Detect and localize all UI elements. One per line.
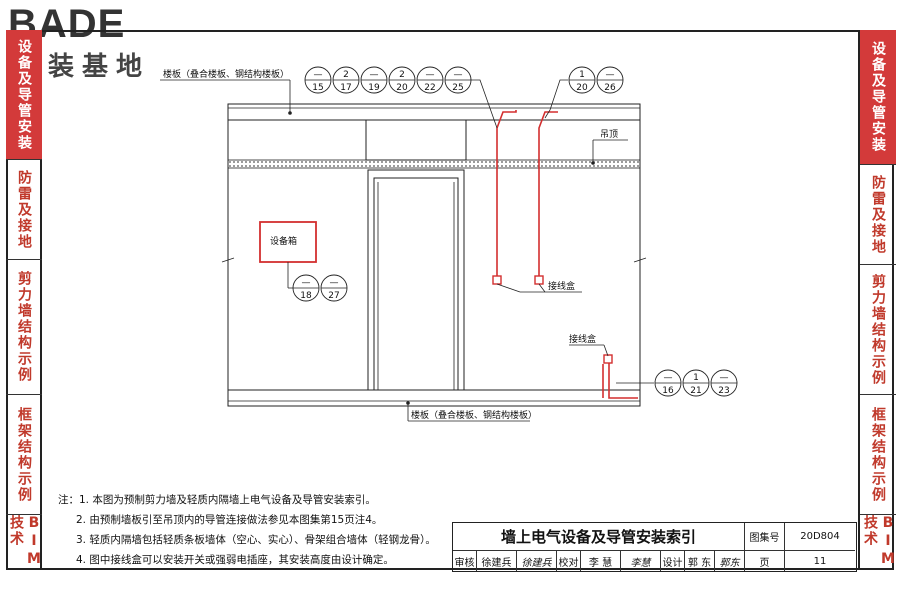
bottom-floor-label: 楼板（叠合楼板、钢结构楼板） [411,409,537,421]
title-block: 墙上电气设备及导管安装索引 图集号 20D804 审核 徐建兵 徐建兵 校对 李… [452,522,857,572]
note-3: 3. 轻质内隔墙包括轻质条板墙体（空心、实心）、骨架组合墙体（轻钢龙骨）。 [76,534,436,546]
left-tab-frame[interactable]: 框架结构示例 [6,395,42,515]
index-top-text: — [454,70,463,80]
index-top-text: — [606,70,615,80]
index-top-text: 2 [343,70,349,80]
junction-box-1 [492,275,502,285]
left-tab-lightning-label: 防雷及接地 [16,169,32,250]
left-tab-bim[interactable]: BIM技术 [6,515,42,570]
right-tab-frame[interactable]: 框架结构示例 [860,395,896,515]
index-group-equipment: — 18 — 27 [292,274,348,302]
reviewer-name: 徐建兵 [477,551,517,571]
index-top-text: — [426,70,435,80]
index-bottom-text: 15 [312,83,323,93]
left-tab-shearwall[interactable]: 剪力墙结构示例 [6,260,42,395]
design-label: 设计 [661,551,685,571]
page-number: 11 [813,555,827,567]
checker-name: 李 慧 [581,551,621,571]
top-floor-label: 楼板（叠合楼板、钢结构楼板） [163,68,289,80]
right-tab-lightning[interactable]: 防雷及接地 [860,165,896,265]
index-bottom-text: 22 [424,83,435,93]
junction-box-2 [534,275,544,285]
checker-signature: 李慧 [621,551,661,571]
index-bottom-text: 20 [396,83,408,93]
index-bottom-text: 25 [452,83,463,93]
designer-signature: 郭东 [715,551,745,571]
designer-name: 郭 东 [685,551,715,571]
left-tab-bim-label: BIM技术 [8,515,42,569]
right-tab-shearwall[interactable]: 剪力墙结构示例 [860,265,896,395]
reviewer-signature: 徐建兵 [517,551,557,571]
conduit-lines [496,110,638,399]
equipment-box-label: 设备箱 [270,235,297,247]
index-group-top-right: 1 20 — 26 [568,66,624,94]
left-tab-frame-label: 框架结构示例 [16,406,32,503]
index-top-text: 1 [579,70,585,80]
atlas-no: 20D804 [785,523,855,551]
right-tab-lightning-label: 防雷及接地 [870,174,886,255]
index-top-text: — [314,70,323,80]
atlas-no-label: 图集号 [745,523,785,551]
door-beam [365,119,467,161]
bottom-floor-slab [227,389,641,407]
note-2: 2. 由预制墙板引至吊顶内的导管连接做法参见本图集第15页注4。 [76,514,383,526]
ceiling-panel [227,159,641,169]
right-tab-equipment[interactable]: 设备及导管安装 [860,30,896,165]
index-top-text: — [664,373,673,383]
index-top-text: 1 [693,373,699,383]
right-tab-equipment-label: 设备及导管安装 [870,41,886,153]
index-bottom-text: 18 [300,291,312,301]
right-tab-frame-label: 框架结构示例 [870,406,886,503]
index-top-text: 2 [399,70,405,80]
index-bottom-text: 17 [340,83,351,93]
index-top-text: — [370,70,379,80]
drawing-frame [6,30,894,570]
index-group-top-left: — 15 2 17 — 19 2 20 — 22 — 25 [304,66,472,94]
review-label: 审核 [453,551,477,571]
right-tab-bim[interactable]: BIM技术 [860,515,896,570]
index-bottom-text: 26 [604,83,616,93]
index-top-text: — [302,278,311,288]
index-bottom-text: 16 [662,386,674,396]
left-tab-equipment[interactable]: 设备及导管安装 [6,30,42,160]
check-label: 校对 [557,551,581,571]
index-group-bottom-right: — 16 1 21 — 23 [654,369,738,397]
index-bottom-text: 27 [328,291,339,301]
right-tab-shearwall-label: 剪力墙结构示例 [870,273,886,386]
index-top-text: — [330,278,339,288]
index-top-text: — [720,373,729,383]
title-block-title: 墙上电气设备及导管安装索引 [453,523,745,551]
page-label: 页 [745,551,785,571]
index-bottom-text: 19 [368,83,380,93]
left-tab-equipment-label: 设备及导管安装 [16,38,32,151]
left-tab-lightning[interactable]: 防雷及接地 [6,160,42,260]
junction-box-label-2: 接线盒 [569,333,596,345]
left-tab-shearwall-label: 剪力墙结构示例 [16,271,32,383]
ceiling-label: 吊顶 [600,129,618,140]
index-bottom-text: 21 [690,386,701,396]
note-1: 注：1. 本图为预制剪力墙及轻质内隔墙上电气设备及导管安装索引。 [58,494,376,506]
left-tab-column: 设备及导管安装 防雷及接地 剪力墙结构示例 框架结构示例 BIM技术 [6,30,42,570]
index-bottom-text: 23 [718,386,729,396]
index-bottom-text: 20 [576,83,588,93]
notes-section: 注：1. 本图为预制剪力墙及轻质内隔墙上电气设备及导管安装索引。 2. 由预制墙… [58,490,436,570]
junction-box-3 [603,354,613,364]
junction-box-label-1: 接线盒 [548,280,575,292]
door-frame [367,169,465,399]
right-tab-column: 设备及导管安装 防雷及接地 剪力墙结构示例 框架结构示例 BIM技术 [858,30,896,570]
note-4: 4. 图中接线盒可以安装开关或强弱电插座，其安装高度由设计确定。 [76,554,394,566]
right-tab-bim-label: BIM技术 [862,515,896,569]
